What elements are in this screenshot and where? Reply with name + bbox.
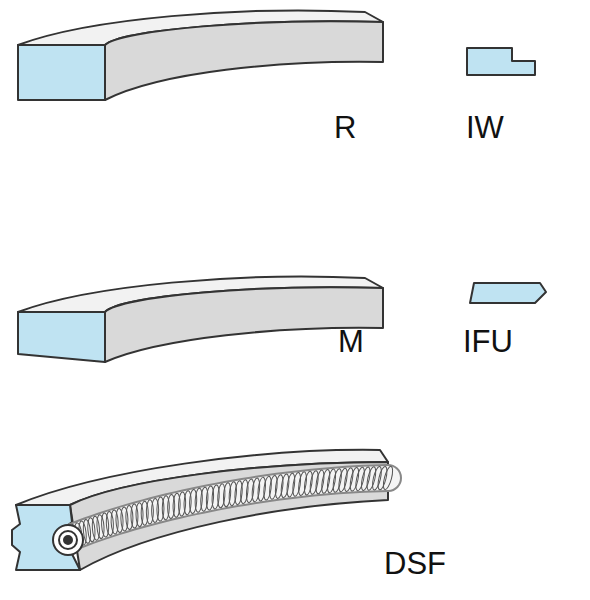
part-label: M (338, 326, 364, 357)
coil-winding (263, 476, 273, 501)
coil-winding (376, 466, 388, 491)
coil-winding (257, 477, 267, 502)
coil-winding (332, 468, 343, 493)
coil-winding (126, 505, 133, 529)
coil-winding (371, 466, 383, 491)
coil-winding (297, 471, 308, 496)
coil-winding (286, 473, 296, 498)
part-label: IW (466, 112, 504, 143)
coil-winding (365, 466, 377, 491)
coil-winding (360, 466, 372, 491)
coil-winding (303, 471, 314, 496)
coil-winding (274, 474, 284, 499)
coil-winding (280, 473, 290, 498)
coil-winding (268, 475, 278, 500)
spring-body (70, 478, 388, 538)
coil-winding (349, 467, 361, 492)
coil-winding (315, 470, 326, 495)
coil-winding (240, 480, 249, 505)
coil-winding (343, 467, 355, 492)
coil-winding (337, 468, 348, 493)
spring-section (53, 525, 83, 555)
coil-winding (245, 479, 254, 504)
spring-wire (64, 536, 72, 544)
coil-winding (251, 478, 261, 503)
iw-profile (467, 48, 535, 75)
coil-winding (291, 472, 301, 497)
coil-winding (309, 470, 320, 495)
coil-winding (354, 467, 366, 492)
part-label: IFU (463, 326, 513, 357)
ifu-profile (470, 283, 546, 303)
coil-winding (320, 469, 331, 494)
spring-core (59, 531, 77, 549)
part-label: DSF (384, 548, 446, 579)
spring-fill (70, 478, 388, 538)
taper-ring (18, 277, 383, 362)
rectangular-ring (18, 10, 383, 100)
part-label: R (334, 112, 356, 143)
coil-winding (382, 466, 395, 491)
coil-winding (326, 468, 337, 493)
oil-ring-with-spring (12, 450, 388, 570)
spring-coil (65, 466, 394, 551)
